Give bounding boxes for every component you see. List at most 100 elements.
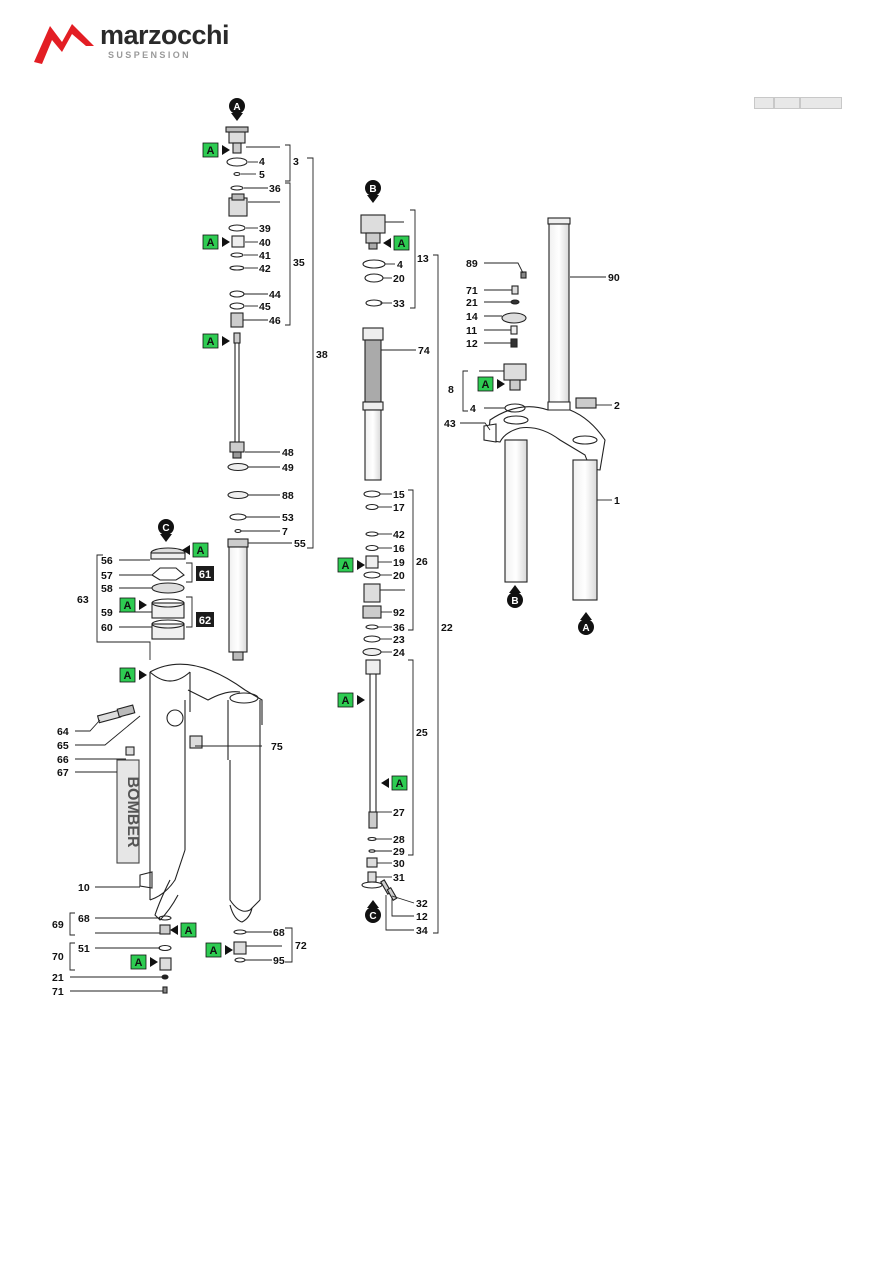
brand-name: marzocchi (100, 20, 230, 50)
part-number-16: 16 (393, 543, 405, 555)
green-callout-a: A (202, 333, 230, 349)
green-callouts: A A A A A (119, 142, 505, 970)
top-cap-assembly (225, 126, 249, 328)
part-number-21: 21 (52, 972, 64, 984)
part-number-31: 31 (393, 872, 405, 884)
part-number-27: 27 (393, 807, 405, 819)
green-callout-a: A (119, 597, 147, 613)
green-callout-a: A (477, 376, 505, 392)
part-number-48: 48 (282, 447, 294, 459)
part-number-38: 38 (316, 349, 328, 361)
part-number-41: 41 (259, 250, 271, 262)
part-number-57: 57 (101, 570, 113, 582)
part-number-21: 21 (466, 297, 478, 309)
part-number-67: 67 (57, 767, 69, 779)
green-callout-a: A (383, 235, 410, 251)
part-number-51: 51 (78, 943, 90, 955)
part-number-5: 5 (259, 169, 265, 181)
part-number-56: 56 (101, 555, 113, 567)
part-number-95: 95 (273, 955, 285, 967)
brand-tagline: SUSPENSION (108, 50, 192, 60)
damper-tube (227, 538, 249, 661)
rebound-rod (361, 659, 398, 901)
part-number-17: 17 (393, 502, 405, 514)
green-callout-a: A (202, 234, 230, 250)
part-number-68: 68 (273, 927, 285, 939)
part-number-60: 60 (101, 622, 113, 634)
part-number-75: 75 (271, 741, 283, 753)
callout-circles: A B C C B (158, 98, 594, 923)
part-number-68: 68 (78, 913, 90, 925)
green-callout-a: A (337, 692, 365, 708)
svg-text:A: A (396, 778, 404, 790)
part-number-19: 19 (393, 557, 405, 569)
part-number-55: 55 (294, 538, 306, 550)
svg-text:A: A (482, 379, 490, 391)
headset-parts (150, 547, 186, 640)
part-number-44: 44 (269, 289, 281, 301)
part-number-64: 64 (57, 726, 69, 738)
header-boxes (754, 97, 842, 109)
dark-boxes: 61 62 (196, 566, 214, 627)
part-number-63: 63 (77, 594, 89, 606)
part-number-65: 65 (57, 740, 69, 752)
svg-text:A: A (185, 925, 193, 937)
header-box (800, 97, 842, 109)
svg-text:A: A (124, 600, 132, 612)
callout-c-bottom-label: C (369, 911, 376, 922)
green-callout-a: A (119, 667, 147, 683)
part-number-24: 24 (393, 647, 405, 659)
part-number-89: 89 (466, 258, 478, 270)
part-number-42: 42 (259, 263, 271, 275)
part-number-10: 10 (78, 882, 90, 894)
air-spring-tube (362, 327, 384, 481)
part-number-14: 14 (466, 311, 478, 323)
green-callout-a: A (381, 775, 408, 791)
part-number-12: 12 (416, 911, 428, 923)
part-number-66: 66 (57, 754, 69, 766)
part-number-90: 90 (608, 272, 620, 284)
part-number-4: 4 (259, 156, 265, 168)
part-62-box-label: 62 (199, 615, 211, 627)
bomber-decal (116, 759, 140, 864)
part-number-88: 88 (282, 490, 294, 502)
callout-b-top: B (365, 180, 381, 203)
part-number-1: 1 (614, 495, 620, 507)
part-number-20: 20 (393, 273, 405, 285)
part-number-46: 46 (269, 315, 281, 327)
part-number-36: 36 (393, 622, 405, 634)
green-callout-a: A (202, 142, 230, 158)
part-number-39: 39 (259, 223, 271, 235)
marzocchi-logo: marzocchi SUSPENSION (32, 18, 232, 70)
header-box (774, 97, 800, 109)
callout-a-top: A (229, 98, 245, 121)
part-number-2: 2 (614, 400, 620, 412)
part-number-58: 58 (101, 583, 113, 595)
part-number-43: 43 (444, 418, 456, 430)
part-number-29: 29 (393, 846, 405, 858)
green-callout-a: A (170, 922, 197, 938)
part-number-69: 69 (52, 919, 64, 931)
part-number-3: 3 (293, 156, 299, 168)
part-number-28: 28 (393, 834, 405, 846)
part-number-72: 72 (295, 940, 307, 952)
part-number-42: 42 (393, 529, 405, 541)
svg-text:A: A (398, 238, 406, 250)
callout-b-bottom-label: B (511, 596, 518, 607)
callout-b-top-label: B (369, 184, 376, 195)
green-callout-a: A (337, 557, 365, 573)
part-number-23: 23 (393, 634, 405, 646)
part-number-13: 13 (417, 253, 429, 265)
part-number-71: 71 (466, 285, 478, 297)
part-number-34: 34 (416, 925, 428, 937)
air-piston-parts (362, 490, 382, 657)
svg-text:A: A (135, 957, 143, 969)
svg-text:A: A (207, 237, 215, 249)
part-number-25: 25 (416, 727, 428, 739)
svg-text:A: A (124, 670, 132, 682)
lower-legs (149, 663, 263, 923)
part-number-33: 33 (393, 298, 405, 310)
callout-c-top-label: C (162, 523, 169, 534)
